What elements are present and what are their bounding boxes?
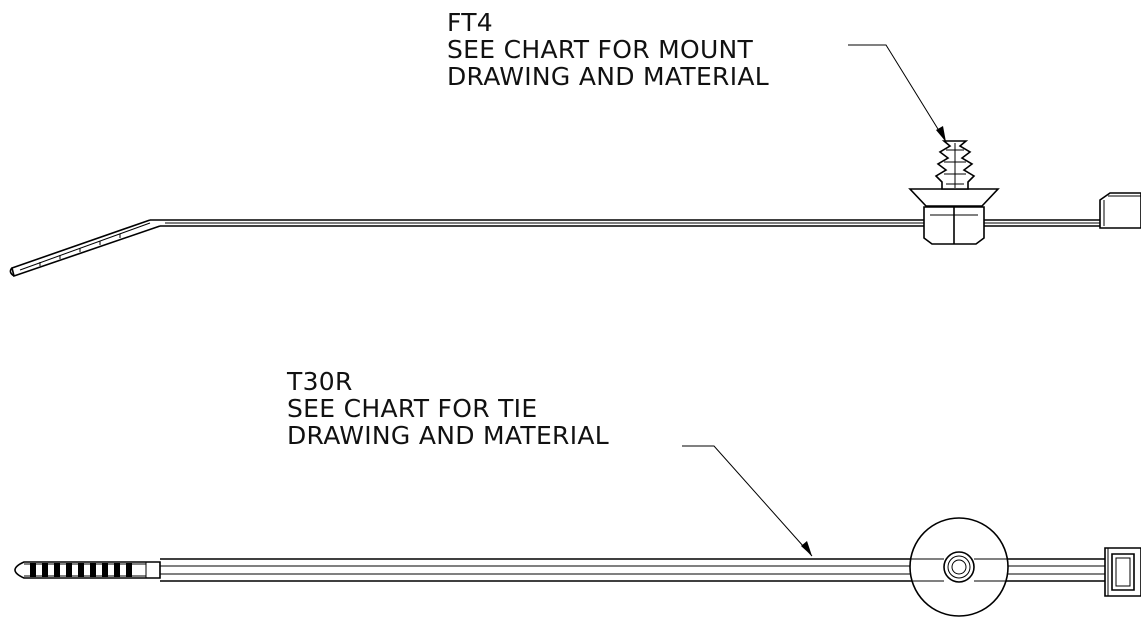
tie-tail-side xyxy=(9,219,161,278)
side-view-assembly xyxy=(9,44,1141,278)
tie-leader-line xyxy=(682,445,813,557)
top-view-assembly xyxy=(14,445,1141,617)
ft4-mount-top xyxy=(909,517,1009,617)
tie-note-line-1: SEE CHART FOR TIE xyxy=(287,394,538,423)
tie-head-top xyxy=(1104,547,1141,597)
mount-note-line-1: SEE CHART FOR MOUNT xyxy=(447,35,754,64)
mount-note-line-2: DRAWING AND MATERIAL xyxy=(447,62,770,91)
tie-note-line-2: DRAWING AND MATERIAL xyxy=(287,421,610,450)
mount-part-number: FT4 xyxy=(447,8,494,37)
tie-callout-label: T30R SEE CHART FOR TIE DRAWING AND MATER… xyxy=(287,368,609,449)
tie-tail-top xyxy=(14,561,161,579)
tie-head-side xyxy=(1099,192,1141,229)
mount-callout-label: FT4 SEE CHART FOR MOUNT DRAWING AND MATE… xyxy=(447,9,769,90)
ft4-mount-side xyxy=(908,140,1000,245)
tie-part-number: T30R xyxy=(287,367,353,396)
mount-leader-line xyxy=(848,44,947,143)
tie-strap-side xyxy=(150,219,1141,227)
